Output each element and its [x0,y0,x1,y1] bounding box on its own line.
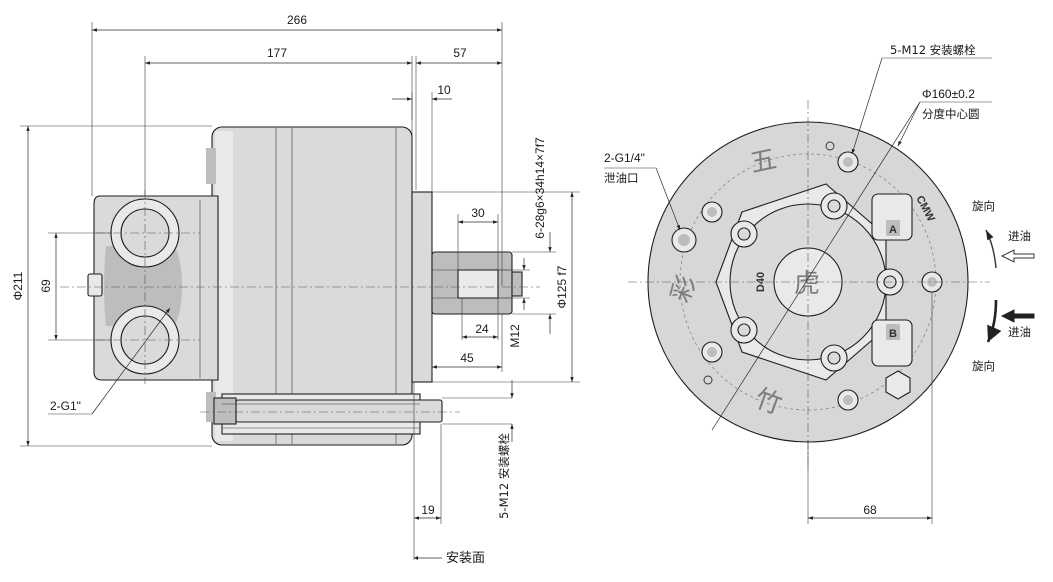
dim-19-label: 19 [421,503,435,517]
dim-177-label: 177 [267,46,287,60]
main-ports-leader: 2-G1" [48,307,171,415]
dim-d125-label: Φ125 f7 [555,265,569,308]
port-block [87,195,219,381]
side-bolts-label: 5-M12 安装螺栓 [497,433,511,519]
drain-ports [671,141,835,385]
dim-flange-to-ports: 177 [144,46,413,196]
pitch-circle-caption: 分度中心圆 [922,107,980,121]
dim-overall-length: 266 [91,13,503,286]
port-b-boss [871,319,913,367]
main-ports-label: 2-G1" [50,399,81,413]
spline-spec: 6-28g6×34h14×7f7 [512,137,556,334]
oil-in-label-top: 进油 [1008,229,1031,243]
front-view: 五 彩 竹 虎 D40 CMW A B 5-M12 安装螺栓 Φ160±0.2 … [604,43,1035,524]
port-b-mark: B [889,328,897,340]
dim-pilot-diameter: Φ125 f7 [432,191,580,383]
front-bolts-label: 5-M12 安装螺栓 [890,43,976,57]
dim-57-label: 57 [453,46,467,60]
dim-69-label: 69 [39,279,53,293]
dim-68-label: 68 [863,503,877,517]
mounting-bolt [213,393,443,435]
drain-plug-icon [87,273,103,297]
port-a-mark: A [889,224,897,236]
dim-port-offset: 68 [807,292,933,524]
dim-d211-label: Φ211 [11,271,25,300]
pitch-circle-callout: Φ160±0.2 分度中心圆 [711,87,992,431]
rotation-label-bottom: 旋向 [972,359,995,373]
m12-label: M12 [508,324,522,348]
dim-body-diameter: Φ211 [11,125,212,447]
center-thread: M12 [498,258,530,348]
pitch-circle-value: Φ160±0.2 [922,87,975,101]
drain-port-spec: 2-G1/4" [604,151,645,165]
rotation-indicators: 旋向 进油 进油 旋向 [972,199,1035,373]
rotation-arrow-cw-icon [986,299,1002,343]
oil-in-arrow-top-icon [1000,249,1035,263]
front-bolts-callout: 5-M12 安装螺栓 [851,43,992,155]
port-a-boss [871,193,913,241]
mounting-face-label: 安装面 [446,551,485,566]
dim-30-label: 30 [471,206,485,220]
oil-in-label-bottom: 进油 [1008,325,1031,339]
drain-port-caption: 泄油口 [604,171,639,185]
spline-spec-label: 6-28g6×34h14×7f7 [533,137,547,239]
dim-shaft-extension: 57 [415,46,502,190]
dim-24-label: 24 [475,322,489,336]
side-bolts-callout: 5-M12 安装螺栓 [442,380,514,519]
dim-shaft-length: 45 [431,314,503,372]
dim-flange-offset: 19 [413,382,442,560]
motor-housing [206,126,413,446]
center-thread-bore [457,269,499,299]
dim-thread-depth: 24 [461,298,499,340]
dim-266-label: 266 [287,13,307,27]
rotation-arrow-ccw-icon [985,229,997,269]
displacement-mark: D40 [755,272,767,292]
drain-port-callout: 2-G1/4" 泄油口 [604,151,681,231]
side-view: 266 177 57 10 30 [11,13,580,566]
dim-10-label: 10 [437,83,451,97]
dim-port-spacing: 69 [39,232,112,341]
dim-key-length: 30 [457,206,499,270]
oil-in-arrow-bottom-icon [1000,309,1035,323]
inner-screws [730,192,911,400]
hex-plug-icon [885,370,911,400]
emboss-char-1: 五 [748,144,780,179]
dim-45-label: 45 [460,351,474,365]
rotation-label-top: 旋向 [972,199,995,213]
mounting-face-callout: 安装面 [414,551,485,566]
dim-pilot: 10 [392,83,452,192]
